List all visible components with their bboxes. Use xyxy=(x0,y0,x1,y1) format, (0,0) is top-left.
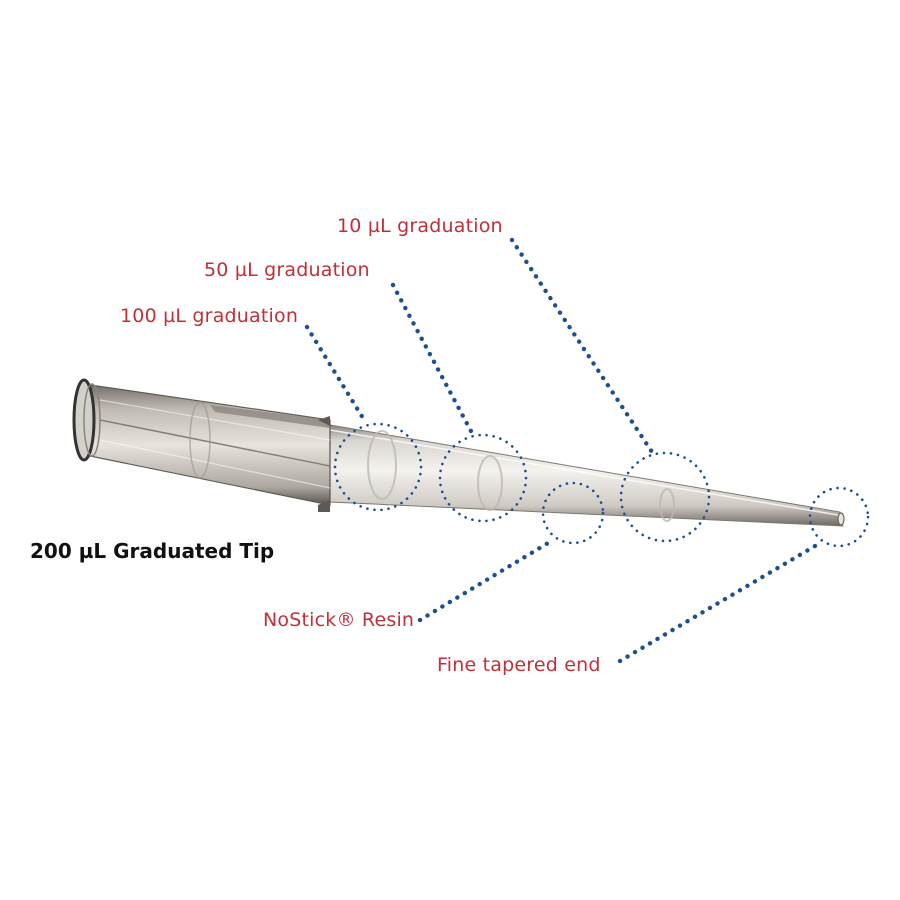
leader-end xyxy=(617,543,818,664)
callout-circles xyxy=(333,422,870,548)
circle-50 xyxy=(438,433,528,523)
product-title: 200 µL Graduated Tip xyxy=(30,539,275,563)
label-100ul-graduation: 100 µL graduation xyxy=(120,305,299,327)
leader-100 xyxy=(304,324,369,426)
leader-10 xyxy=(509,237,655,455)
label-50ul-graduation: 50 µL graduation xyxy=(204,259,370,281)
circle-resin xyxy=(541,481,605,545)
circle-100 xyxy=(333,422,423,512)
tip-body xyxy=(329,424,845,527)
ring-50 xyxy=(477,455,503,511)
label-nostick-resin: NoStick® Resin xyxy=(263,609,415,631)
ring-10 xyxy=(659,488,675,522)
label-fine-tapered-end: Fine tapered end xyxy=(437,654,601,676)
ring-100 xyxy=(367,430,397,500)
leader-resin xyxy=(417,537,556,623)
label-10ul-graduation: 10 µL graduation xyxy=(337,215,503,237)
tip-collar xyxy=(72,378,331,512)
leader-50 xyxy=(390,282,475,436)
circle-10 xyxy=(619,451,711,543)
circle-end xyxy=(808,486,870,548)
leader-lines xyxy=(304,237,818,664)
